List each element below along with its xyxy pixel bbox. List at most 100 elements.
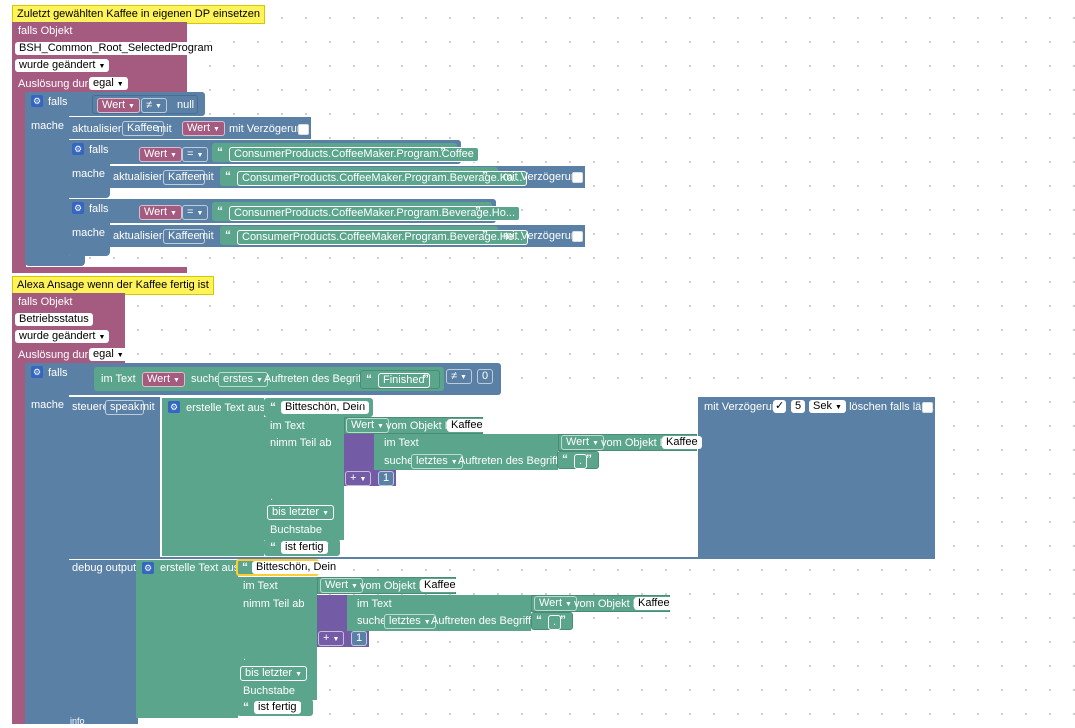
steuere-label: steuere bbox=[72, 401, 109, 413]
create-text-block[interactable] bbox=[162, 398, 264, 556]
auftreten-label: Auftreten des Begriffs bbox=[431, 615, 537, 627]
create-text-block[interactable] bbox=[136, 560, 238, 718]
falls-objekt-label: falls Objekt bbox=[18, 296, 73, 308]
chevron-down-icon: ▼ bbox=[170, 152, 177, 159]
substring-block[interactable] bbox=[237, 577, 317, 700]
kaffee-variable[interactable]: Kaffee bbox=[122, 121, 164, 136]
nimm-teil-label: nimm Teil ab bbox=[270, 437, 332, 449]
kaffee-object-field[interactable]: Kaffee bbox=[447, 419, 487, 432]
kaffee-variable[interactable]: Kaffee bbox=[163, 229, 205, 244]
quote-close-icon: ” bbox=[440, 145, 446, 159]
change-type-dropdown[interactable]: wurde geändert▼ bbox=[15, 330, 110, 343]
chevron-down-icon: ▼ bbox=[128, 103, 135, 110]
chevron-down-icon: ▼ bbox=[116, 81, 124, 88]
wert-dropdown[interactable]: Wert▼ bbox=[561, 435, 604, 450]
delay-checkbox[interactable]: ✓ bbox=[773, 400, 787, 413]
mache-label: mache bbox=[31, 120, 65, 132]
occurrence-dropdown[interactable]: letztes▼ bbox=[384, 614, 436, 629]
mache-label: mache bbox=[31, 399, 65, 411]
chevron-down-icon: ▼ bbox=[213, 126, 220, 133]
speak-dropdown[interactable]: speak bbox=[105, 400, 145, 415]
mache-label: mache bbox=[72, 227, 106, 239]
gear-icon[interactable]: ⚙ bbox=[72, 143, 84, 155]
gear-icon[interactable]: ⚙ bbox=[168, 401, 180, 413]
aktualisiere-label: aktualisiere bbox=[113, 171, 169, 183]
gear-icon[interactable]: ⚙ bbox=[72, 202, 84, 214]
delay-unit-dropdown[interactable]: Sek▼ bbox=[809, 400, 846, 413]
ausloesung-dropdown[interactable]: egal▼ bbox=[89, 77, 128, 90]
wert-dropdown[interactable]: Wert▼ bbox=[320, 578, 363, 593]
kaffee-object-field[interactable]: Kaffee bbox=[662, 436, 702, 449]
operator-dropdown[interactable]: ≠▼ bbox=[446, 369, 472, 384]
search-block[interactable] bbox=[374, 434, 558, 470]
change-type-dropdown[interactable]: wurde geändert▼ bbox=[15, 59, 110, 72]
plus-operator-dropdown[interactable]: +▼ bbox=[345, 471, 372, 486]
chevron-down-icon: ▼ bbox=[450, 459, 458, 466]
text-field[interactable]: ConsumerProducts.CoffeeMaker.Program.Bev… bbox=[229, 206, 521, 221]
bis-letzter-dropdown[interactable]: bis letzter▼ bbox=[267, 505, 335, 520]
search-block[interactable] bbox=[347, 595, 531, 631]
trigger-block-1-bottom bbox=[12, 267, 187, 273]
ist-fertig-text-field[interactable]: ist fertig bbox=[281, 541, 328, 554]
bitteschoen-text-field[interactable]: Bitteschön, Dein bbox=[281, 401, 370, 414]
occurrence-dropdown[interactable]: erstes▼ bbox=[218, 372, 268, 387]
bitteschoen-text-field[interactable]: Bitteschön, Dein bbox=[252, 561, 341, 574]
suche-label: suche bbox=[384, 455, 414, 467]
operator-dropdown[interactable]: =▼ bbox=[182, 205, 209, 220]
wert-variable[interactable]: Wert▼ bbox=[97, 98, 140, 113]
plus-operator-dropdown[interactable]: +▼ bbox=[318, 631, 345, 646]
number-field[interactable]: 1 bbox=[378, 471, 395, 486]
gear-icon[interactable]: ⚙ bbox=[31, 366, 43, 378]
falls-objekt-label: falls Objekt bbox=[18, 25, 73, 37]
quote-close-icon: ” bbox=[323, 540, 329, 554]
clear-checkbox[interactable] bbox=[922, 402, 933, 413]
delay-checkbox[interactable] bbox=[572, 172, 583, 183]
suche-label: suche bbox=[357, 615, 387, 627]
bis-letzter-dropdown[interactable]: bis letzter▼ bbox=[240, 666, 308, 681]
mit-label: mit bbox=[157, 123, 172, 135]
wert-variable[interactable]: Wert▼ bbox=[182, 121, 225, 136]
wert-variable[interactable]: Wert▼ bbox=[139, 147, 182, 162]
gear-icon[interactable]: ⚙ bbox=[31, 95, 43, 107]
mache-label: mache bbox=[72, 168, 106, 180]
auftreten-label: Auftreten des Begriffs bbox=[264, 373, 370, 385]
wert-variable[interactable]: Wert▼ bbox=[142, 372, 185, 387]
chevron-down-icon: ▼ bbox=[155, 103, 162, 110]
kaffee-object-field[interactable]: Kaffee bbox=[420, 579, 460, 592]
im-text-label: im Text bbox=[270, 420, 305, 432]
delay-checkbox[interactable] bbox=[298, 124, 309, 135]
operator-dropdown[interactable]: =▼ bbox=[182, 147, 209, 162]
text-field[interactable]: ConsumerProducts.CoffeeMaker.Program.Bev… bbox=[237, 230, 529, 245]
debug-block[interactable] bbox=[66, 560, 138, 724]
wert-variable[interactable]: Wert▼ bbox=[139, 205, 182, 220]
vom-objekt-label: vom Objekt ID bbox=[386, 420, 456, 432]
text-field[interactable]: ConsumerProducts.CoffeeMaker.Program.Bev… bbox=[237, 171, 528, 186]
object-id-field[interactable]: Betriebsstatus bbox=[15, 313, 93, 326]
ausloesung-label: Auslösung durch bbox=[18, 78, 100, 90]
number-field[interactable]: 1 bbox=[351, 631, 368, 646]
kaffee-object-field[interactable]: Kaffee bbox=[634, 597, 674, 610]
dot-text-field[interactable]: . bbox=[574, 454, 588, 469]
dot-text-field[interactable]: . bbox=[548, 615, 562, 630]
operator-dropdown[interactable]: ≠▼ bbox=[141, 98, 167, 113]
mit-label: mit bbox=[199, 230, 214, 242]
wert-dropdown[interactable]: Wert▼ bbox=[346, 418, 389, 433]
if-block-main-spine bbox=[25, 363, 69, 724]
object-id-field[interactable]: BSH_Common_Root_SelectedProgram bbox=[15, 42, 217, 55]
chevron-down-icon: ▼ bbox=[460, 374, 467, 381]
if-block-1-spine bbox=[25, 92, 69, 264]
occurrence-dropdown[interactable]: letztes▼ bbox=[411, 454, 463, 469]
gear-icon[interactable]: ⚙ bbox=[142, 562, 154, 574]
delay-checkbox[interactable] bbox=[572, 231, 583, 242]
ausloesung-dropdown[interactable]: egal▼ bbox=[89, 348, 128, 361]
chevron-down-icon: ▼ bbox=[834, 404, 842, 411]
ist-fertig-text-field[interactable]: ist fertig bbox=[254, 701, 301, 714]
wert-dropdown[interactable]: Wert▼ bbox=[534, 596, 577, 611]
trigger-block-1-left bbox=[12, 22, 26, 272]
kaffee-variable[interactable]: Kaffee bbox=[163, 170, 205, 185]
delay-value-field[interactable]: 5 bbox=[791, 400, 806, 413]
number-field[interactable]: 0 bbox=[477, 369, 494, 384]
text-field[interactable]: ConsumerProducts.CoffeeMaker.Program.Cof… bbox=[229, 147, 479, 162]
finished-text-field[interactable]: Finished bbox=[378, 373, 430, 388]
im-text-label: im Text bbox=[243, 580, 278, 592]
